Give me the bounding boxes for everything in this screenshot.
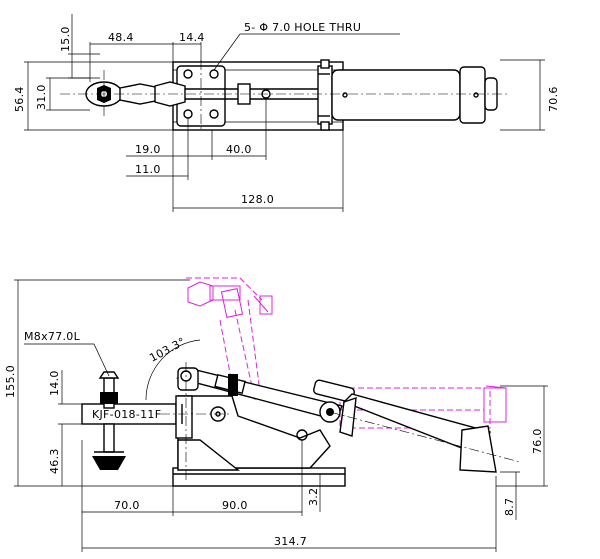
dim-314-7: 314.7 [274, 535, 307, 548]
dim-19-0: 19.0 [135, 143, 161, 156]
dim-70-6: 70.6 [547, 86, 560, 112]
dim-70-0: 70.0 [114, 499, 140, 512]
dim-76-0: 76.0 [531, 428, 544, 454]
side-end-cap [459, 425, 497, 473]
top-view: 5- Φ 7.0 HOLE THRU 48.4 14.4 15.0 56.4 3… [13, 14, 560, 212]
dim-46-3: 46.3 [48, 448, 61, 474]
side-cylinder [342, 393, 491, 457]
dim-14-0: 14.0 [48, 370, 61, 396]
dim-56-4: 56.4 [13, 86, 26, 112]
side-view: KJF-018-11F M8x77.0L 103.3° 155.0 14.0 4… [4, 277, 548, 552]
hole-4 [209, 109, 219, 119]
hole-note: 5- Φ 7.0 HOLE THRU [244, 21, 361, 34]
dim-40-0: 40.0 [226, 143, 252, 156]
top-end-cap [459, 66, 486, 124]
dim-48-4: 48.4 [108, 31, 134, 44]
dim-128-0: 128.0 [241, 193, 274, 206]
dim-11-0: 11.0 [135, 163, 161, 176]
dim-3-2: 3.2 [307, 488, 320, 506]
model-label: KJF-018-11F [92, 408, 161, 421]
hole-1 [183, 69, 193, 79]
angle-label: 103.3° [147, 335, 187, 365]
dim-15-0: 15.0 [59, 26, 72, 52]
dim-31-0: 31.0 [35, 84, 48, 110]
dim-14-4: 14.4 [179, 31, 205, 44]
dim-90-0: 90.0 [222, 499, 248, 512]
bolt-label: M8x77.0L [24, 330, 81, 343]
dim-8-7: 8.7 [503, 498, 516, 516]
dim-155-0: 155.0 [4, 365, 17, 398]
top-cylinder [331, 69, 461, 121]
